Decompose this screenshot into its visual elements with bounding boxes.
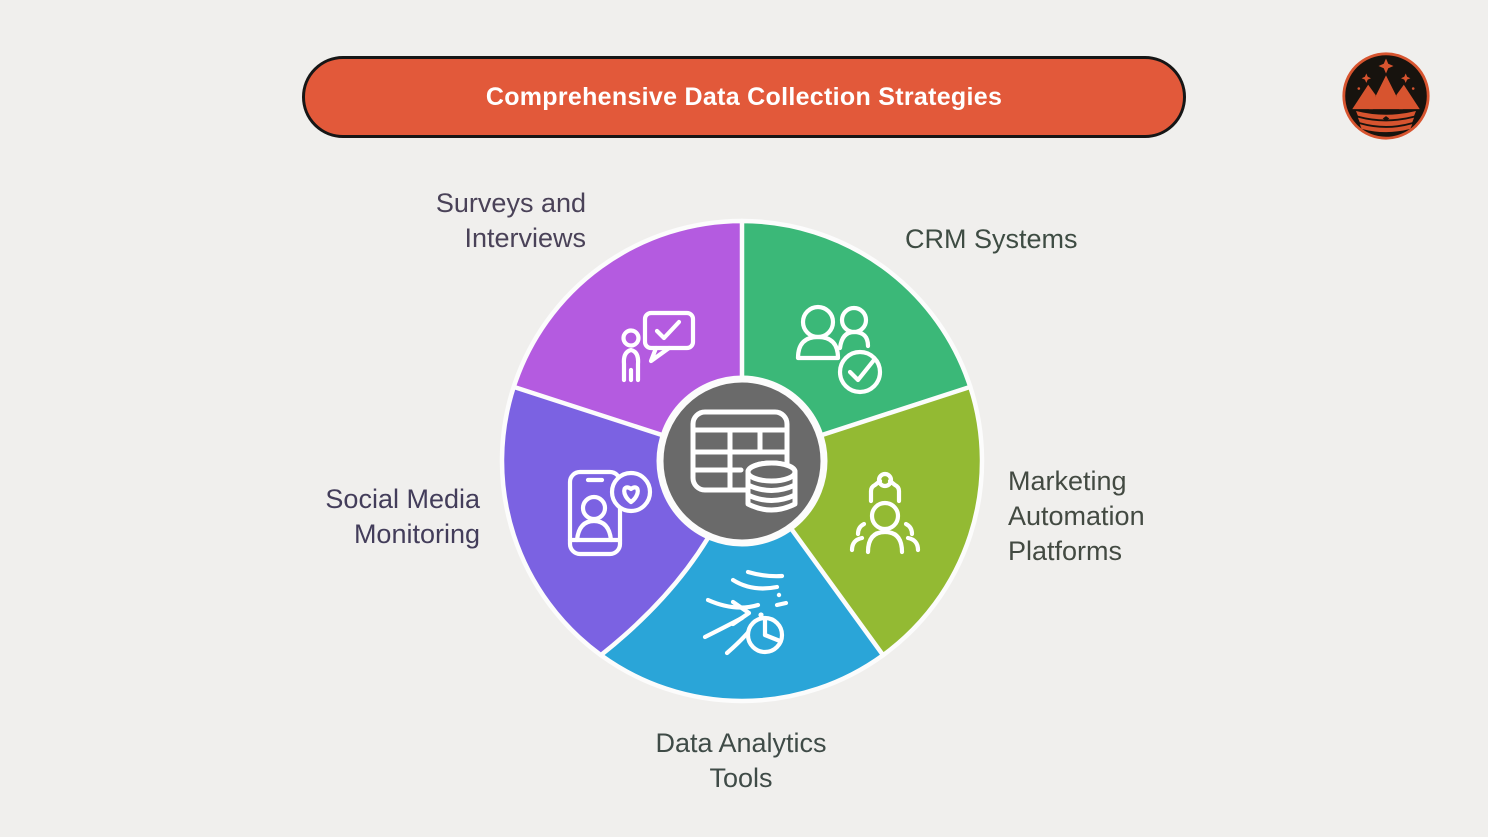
segment-label-analytics: Data Analytics Tools <box>655 728 827 793</box>
mountain-crown-logo <box>1342 52 1430 140</box>
robot-claw-person-icon <box>849 471 921 555</box>
segment-label-social: Social Media Monitoring <box>325 484 480 549</box>
logo-art <box>1352 58 1420 133</box>
data-table-database-icon <box>690 409 798 513</box>
center-hub <box>656 375 828 547</box>
page-title: Comprehensive Data Collection Strategies <box>485 82 1003 111</box>
segment-label-crm: CRM Systems <box>905 224 1078 254</box>
pinwheel-diagram <box>499 218 985 704</box>
title-banner: Comprehensive Data Collection Strategies <box>302 56 1186 138</box>
people-check-icon <box>795 304 883 395</box>
person-speech-check-icon <box>621 310 696 383</box>
data-flow-pie-icon <box>702 569 789 656</box>
segment-label-marketing: Marketing Automation Platforms <box>1008 466 1145 566</box>
phone-heart-icon <box>567 469 653 557</box>
segment-label-surveys: Surveys and Interviews <box>435 188 586 253</box>
logo-ring <box>1342 52 1430 140</box>
